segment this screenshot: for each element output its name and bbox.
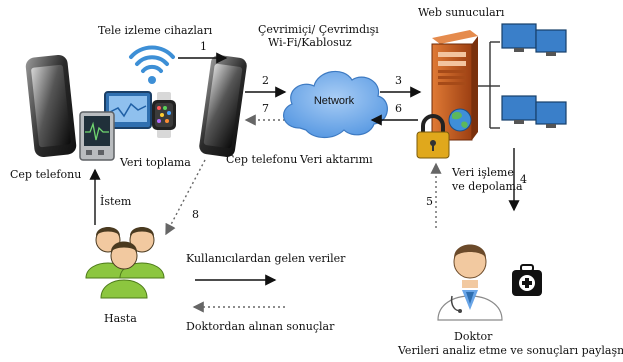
globe-icon: [448, 108, 472, 132]
step-5: 5: [426, 195, 433, 208]
patient-label: Hasta: [104, 312, 137, 325]
server-connections: [478, 41, 500, 129]
step-4: 4: [520, 173, 527, 186]
data-collection-label: Veri toplama: [119, 156, 191, 169]
doctor-label: Doktor: [454, 330, 493, 343]
cloud-icon: [283, 70, 388, 139]
phone-left-label: Cep telefonu: [10, 168, 81, 181]
online-offline-label: Çevrimiçi/ Çevrimdışı: [258, 23, 379, 36]
tele-devices-label: Tele izleme cihazları: [98, 24, 213, 37]
from-doctor-label: Doktordan alınan sonuçlar: [186, 320, 335, 333]
doctor-icon: [437, 244, 503, 321]
step-8: 8: [192, 208, 199, 221]
patients-icon: [85, 227, 165, 299]
wifi-icon: [129, 45, 175, 84]
doctor-task-label: Verileri analiz etme ve sonuçları paylaş…: [397, 344, 623, 357]
processing-label-1: Veri işleme: [451, 166, 514, 179]
step-1: 1: [200, 40, 207, 53]
network-label: Network: [314, 95, 355, 107]
smartphone-icon: [25, 54, 77, 158]
step-6: 6: [395, 102, 402, 115]
desktop-icon: [501, 23, 567, 56]
data-transfer-label: Veri aktarımı: [299, 153, 373, 166]
desktop-icon: [501, 95, 567, 128]
monitor-device-icon: [79, 91, 152, 161]
phone-mid-label: Cep telefonu: [226, 153, 297, 166]
arrow-8: [165, 159, 206, 236]
processing-label-2: ve depolama: [451, 180, 523, 193]
smartphone-icon: [199, 55, 247, 157]
smartwatch-icon: [152, 92, 176, 138]
medical-kit-icon: [512, 264, 542, 296]
web-servers-label: Web sunucuları: [418, 6, 505, 19]
step-3: 3: [395, 74, 402, 87]
wifi-wireless-label: Wi-Fi/Kablosuz: [268, 36, 352, 49]
lock-icon: [416, 114, 450, 159]
step-2: 2: [262, 74, 269, 87]
request-label: İstem: [100, 194, 132, 208]
step-7: 7: [262, 102, 269, 115]
from-users-label: Kullanıcılardan gelen veriler: [186, 252, 346, 265]
